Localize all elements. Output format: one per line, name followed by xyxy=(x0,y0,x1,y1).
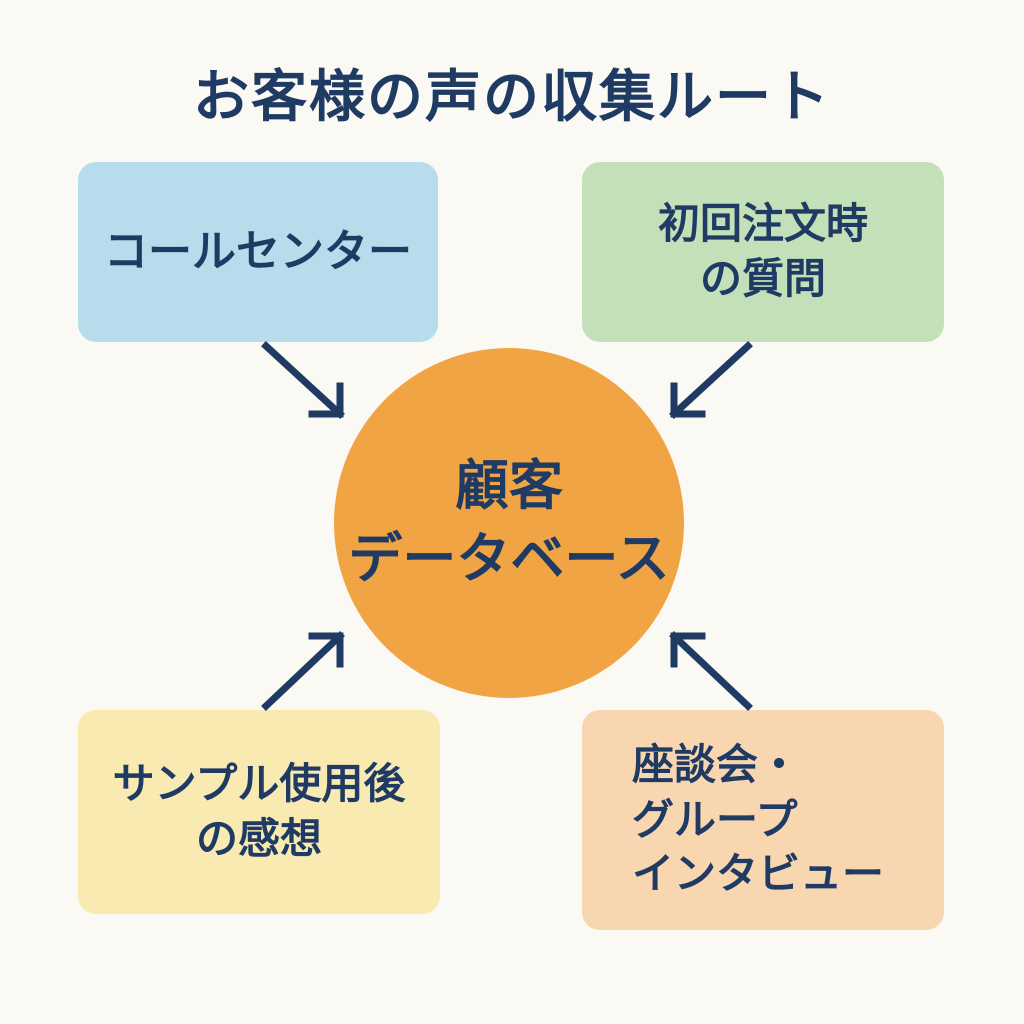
source-roundtable-line2: グループ xyxy=(632,794,798,844)
source-first-order: 初回注文時 の質問 xyxy=(582,162,944,342)
arrow-call-center-to-database xyxy=(261,341,345,419)
source-first-order-line2: の質問 xyxy=(699,254,826,303)
source-first-order-text: 初回注文時 の質問 xyxy=(658,197,868,306)
source-roundtable-interview: 座談会・ グループ インタビュー xyxy=(582,710,944,930)
arrow-sample-to-database xyxy=(261,631,345,711)
diagram-title: お客様の声の収集ルート xyxy=(193,65,831,130)
source-first-order-line1: 初回注文時 xyxy=(657,199,868,249)
customer-database-line2: データベース xyxy=(348,527,670,590)
source-call-center-label: コールセンター xyxy=(104,226,412,278)
source-roundtable-interview-text: 座談会・ グループ インタビュー xyxy=(632,738,884,902)
source-roundtable-line3: インタビュー xyxy=(632,849,885,899)
source-sample-feedback: サンプル使用後 の感想 xyxy=(78,710,440,914)
arrow-first-order-to-database xyxy=(669,341,753,419)
source-roundtable-line1: 座談会・ xyxy=(632,740,801,790)
arrow-roundtable-to-database xyxy=(669,631,753,711)
customer-database-line1: 顧客 xyxy=(455,454,563,518)
source-sample-feedback-line2: の感想 xyxy=(195,814,322,863)
source-sample-feedback-line1: サンプル使用後 xyxy=(112,759,406,809)
source-call-center: コールセンター xyxy=(78,162,438,342)
customer-database-circle: 顧客 データベース xyxy=(334,348,684,698)
source-sample-feedback-text: サンプル使用後 の感想 xyxy=(113,757,406,866)
